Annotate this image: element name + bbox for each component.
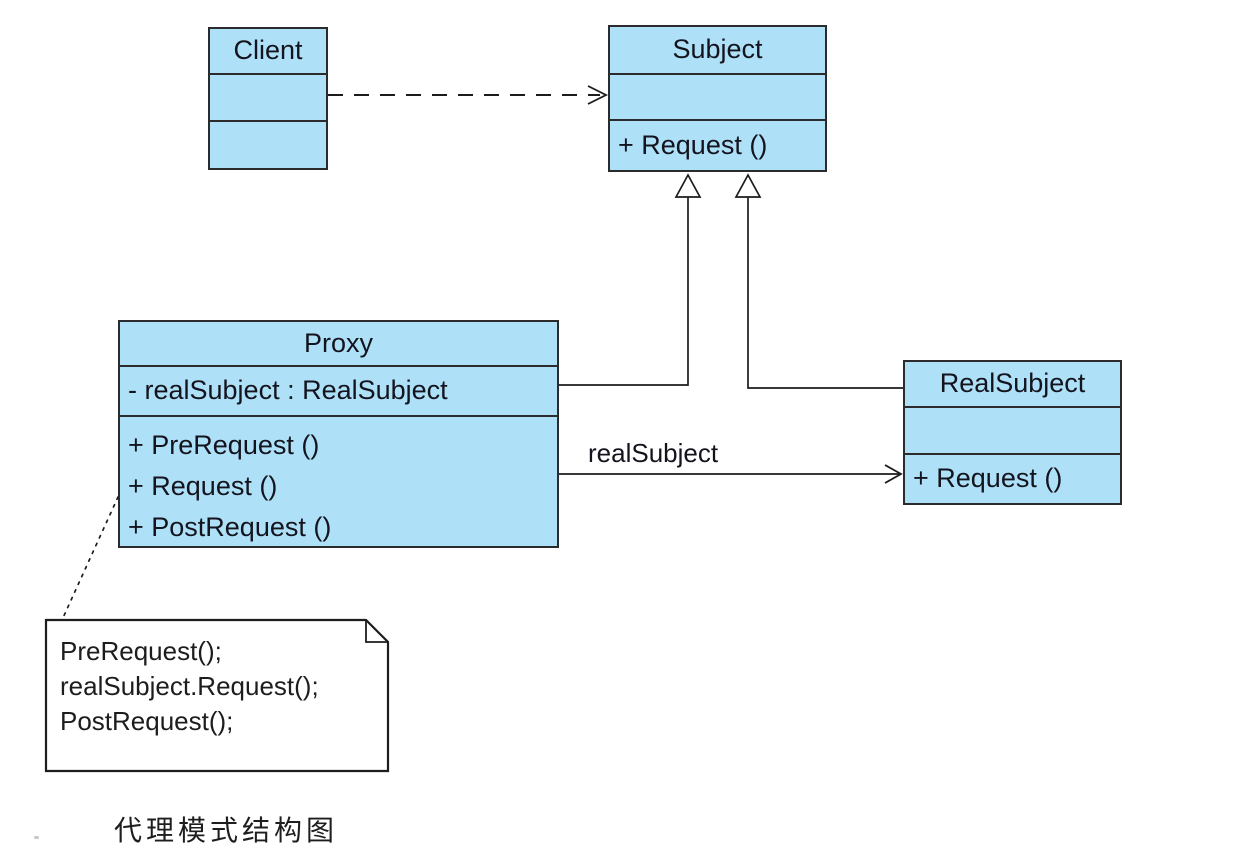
class-proxy-method-postrequest: + PostRequest () (128, 511, 332, 542)
generalization-line-proxy-subject (559, 197, 689, 386)
association-arrowhead-icon (884, 464, 903, 484)
class-proxy-methods: + PreRequest () + Request () + PostReque… (120, 417, 557, 546)
class-client-title: Client (210, 29, 326, 75)
note-fold-icon (365, 620, 388, 643)
generalization-line-realsubject-subject (747, 197, 903, 389)
class-proxy-title: Proxy (120, 322, 557, 367)
note-text: PreRequest(); realSubject.Request(); Pos… (60, 634, 319, 739)
note-line-postrequest: PostRequest(); (60, 706, 234, 736)
class-proxy-method-request: + Request () (128, 470, 278, 501)
association-label: realSubject (588, 438, 719, 468)
class-realsubject: RealSubject + Request () (903, 360, 1122, 505)
class-subject-title: Subject (610, 27, 825, 75)
class-client-attributes-empty (210, 75, 326, 122)
note-shape (44, 618, 390, 773)
class-realsubject-attributes-empty (905, 408, 1120, 455)
note-anchor-line (61, 496, 119, 621)
dependency-arrowhead-icon (587, 85, 609, 105)
stray-mark (34, 836, 39, 839)
class-proxy: Proxy - realSubject : RealSubject + PreR… (118, 320, 559, 548)
class-subject: Subject + Request () (608, 25, 827, 172)
class-realsubject-title: RealSubject (905, 362, 1120, 408)
note-line-realsubject-request: realSubject.Request(); (60, 671, 319, 701)
class-proxy-attribute: - realSubject : RealSubject (120, 367, 557, 417)
class-subject-method: + Request () (618, 129, 768, 160)
class-proxy-method-prerequest: + PreRequest () (128, 429, 320, 460)
diagram-caption: 代理模式结构图 (114, 814, 339, 847)
class-realsubject-method: + Request () (913, 463, 1063, 494)
note-line-prerequest: PreRequest(); (60, 636, 222, 666)
class-client: Client (208, 27, 328, 170)
generalization-triangle-icon-proxy (674, 173, 702, 198)
class-client-methods-empty (210, 122, 326, 168)
class-subject-attributes-empty (610, 75, 825, 121)
generalization-triangle-icon-realsubject (734, 173, 762, 198)
